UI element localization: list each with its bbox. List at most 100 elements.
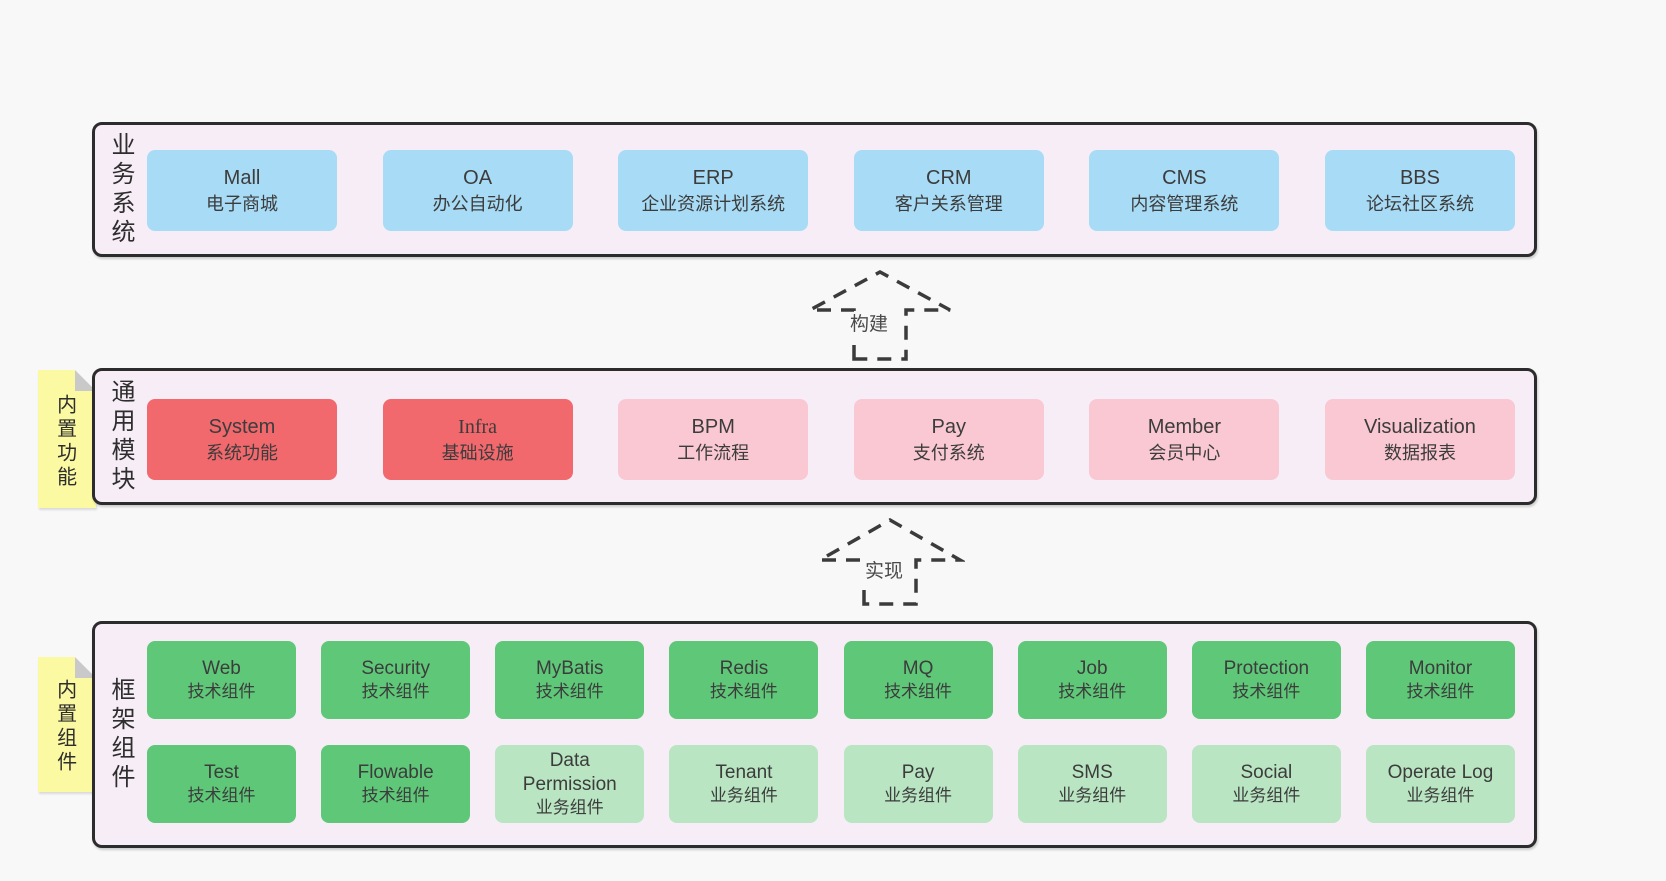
node-title: MyBatis: [535, 658, 604, 680]
node-protection: Protection 技术组件: [1191, 641, 1341, 719]
node-title: SMS: [1071, 762, 1113, 784]
sticky-tag-built-in-components: 内置组件: [38, 657, 96, 792]
node-title: BBS: [1399, 166, 1440, 189]
node-title: Tenant: [715, 762, 773, 784]
node-subtitle: 技术组件: [709, 681, 778, 701]
node-bpm: BPM 工作流程: [618, 399, 809, 480]
node-subtitle: 内容管理系统: [1130, 193, 1239, 214]
node-subtitle: 支付系统: [912, 442, 985, 463]
node-mybatis: MyBatis 技术组件: [495, 641, 645, 719]
node-subtitle: 业务组件: [1232, 785, 1301, 805]
node-subtitle: 数据报表: [1383, 442, 1456, 463]
node-system: System 系统功能: [147, 399, 337, 480]
node-title: Flowable: [357, 762, 434, 784]
sticky-tag-label: 内置功能: [53, 393, 76, 490]
node-pay: Pay 支付系统: [853, 399, 1044, 480]
node-bbs: BBS 论坛社区系统: [1324, 150, 1515, 231]
band-business-systems-label: 业务系统: [107, 131, 134, 248]
node-subtitle: 技术组件: [1058, 681, 1127, 701]
node-subtitle: 系统功能: [206, 442, 278, 463]
node-title: MQ: [902, 658, 934, 680]
band-business-systems: 业务系统 Mall 电子商城 OA 办公自动化 ERP 企业资源计划系统 CRM…: [92, 122, 1537, 257]
node-tenant: Tenant 业务组件: [669, 745, 819, 823]
node-subtitle: 论坛社区系统: [1365, 193, 1474, 214]
node-erp: ERP 企业资源计划系统: [618, 150, 809, 231]
node-title: ERP: [692, 166, 734, 189]
framework-components-row-1: Web 技术组件 Security 技术组件 MyBatis 技术组件 Redi…: [147, 641, 1515, 719]
node-title: Infra: [458, 415, 498, 438]
node-member: Member 会员中心: [1089, 399, 1280, 480]
band-common-modules-label: 通用模块: [107, 378, 134, 495]
node-subtitle: 企业资源计划系统: [641, 193, 786, 214]
sticky-tag-label: 内置组件: [53, 679, 76, 776]
node-title: OA: [463, 166, 493, 189]
node-title: Member: [1147, 415, 1222, 438]
node-oa: OA 办公自动化: [382, 150, 573, 231]
node-subtitle: 会员中心: [1148, 442, 1221, 463]
node-subtitle: 业务组件: [884, 785, 953, 805]
node-security: Security 技术组件: [321, 641, 471, 719]
node-title: Security: [361, 658, 430, 680]
node-title: System: [208, 415, 276, 438]
node-subtitle: 技术组件: [187, 681, 256, 701]
node-title: Job: [1076, 658, 1108, 680]
business-systems-row: Mall 电子商城 OA 办公自动化 ERP 企业资源计划系统 CRM 客户关系…: [147, 150, 1515, 231]
node-title: BPM: [691, 415, 735, 438]
band-common-modules: 通用模块 System 系统功能 Infra 基础设施 BPM 工作流程 Pay…: [92, 368, 1537, 505]
node-web: Web 技术组件: [147, 641, 296, 719]
folded-corner-icon: [75, 370, 96, 391]
node-title: Protection: [1223, 658, 1310, 680]
implement-arrow-icon: [815, 517, 965, 606]
node-title: CMS: [1162, 166, 1207, 189]
node-subtitle: 业务组件: [535, 797, 604, 817]
node-title: Pay: [931, 415, 967, 438]
node-social: Social 业务组件: [1191, 745, 1341, 823]
common-modules-row: System 系统功能 Infra 基础设施 BPM 工作流程 Pay 支付系统…: [147, 399, 1515, 480]
node-crm: CRM 客户关系管理: [853, 150, 1044, 231]
band-framework-components-label: 框架组件: [107, 676, 134, 793]
node-title: CRM: [926, 166, 972, 189]
node-mq: MQ 技术组件: [843, 641, 993, 719]
folded-corner-icon: [75, 657, 96, 678]
node-title: Social: [1240, 762, 1293, 784]
node-subtitle: 办公自动化: [432, 193, 523, 214]
node-title: Web: [202, 658, 241, 680]
node-title: Test: [204, 762, 239, 784]
node-redis: Redis 技术组件: [669, 641, 819, 719]
node-subtitle: 技术组件: [884, 681, 953, 701]
node-subtitle: 技术组件: [1406, 681, 1475, 701]
node-job: Job 技术组件: [1017, 641, 1167, 719]
node-subtitle: 客户关系管理: [894, 193, 1003, 214]
build-arrow-icon: [809, 270, 951, 361]
node-subtitle: 电子商城: [206, 193, 278, 214]
node-subtitle: 工作流程: [677, 442, 750, 463]
node-subtitle: 技术组件: [1232, 681, 1301, 701]
implement-arrow-label: 实现: [859, 559, 909, 586]
node-subtitle: 业务组件: [1406, 785, 1475, 805]
sticky-tag-built-in-features: 内置功能: [38, 370, 96, 508]
node-title: Data Permission: [522, 750, 617, 795]
node-infra: Infra 基础设施: [382, 399, 573, 480]
node-subtitle: 技术组件: [361, 681, 430, 701]
node-subtitle: 基础设施: [441, 442, 514, 463]
framework-components-row-2: Test 技术组件 Flowable 技术组件 Data Permission …: [147, 745, 1515, 823]
node-pay-component: Pay 业务组件: [843, 745, 993, 823]
node-subtitle: 技术组件: [361, 785, 430, 805]
node-flowable: Flowable 技术组件: [321, 745, 471, 823]
node-mall: Mall 电子商城: [147, 150, 337, 231]
node-title: Mall: [223, 166, 261, 189]
node-data-permission: Data Permission 业务组件: [495, 745, 645, 823]
node-title: Visualization: [1364, 415, 1476, 438]
node-subtitle: 业务组件: [1058, 785, 1127, 805]
node-sms: SMS 业务组件: [1017, 745, 1167, 823]
node-visualization: Visualization 数据报表: [1324, 399, 1515, 480]
node-test: Test 技术组件: [147, 745, 296, 823]
build-arrow-label: 构建: [844, 312, 894, 339]
node-title: Redis: [719, 658, 769, 680]
node-subtitle: 技术组件: [187, 785, 256, 805]
node-operate-log: Operate Log 业务组件: [1365, 745, 1515, 823]
node-title: Operate Log: [1387, 762, 1494, 784]
node-subtitle: 技术组件: [535, 681, 604, 701]
node-monitor: Monitor 技术组件: [1365, 641, 1515, 719]
band-framework-components: 框架组件 Web 技术组件 Security 技术组件 MyBatis 技术组件…: [92, 621, 1537, 848]
